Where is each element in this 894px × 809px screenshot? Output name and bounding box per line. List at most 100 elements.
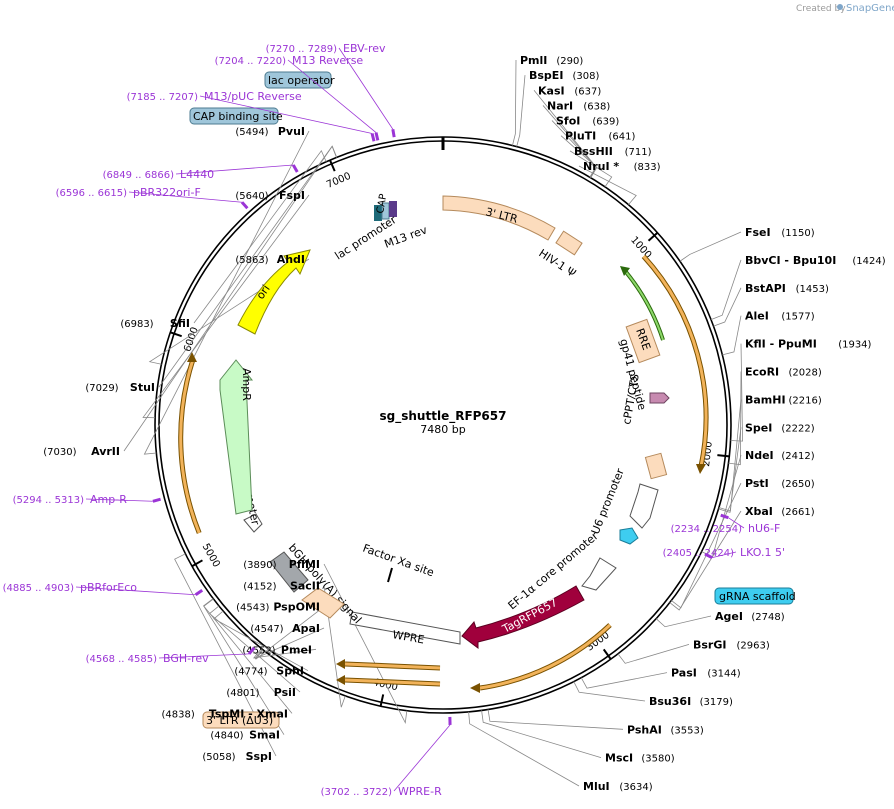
enzyme-agei[interactable]: AgeI <box>715 610 743 623</box>
enzyme-pvui[interactable]: PvuI <box>278 125 305 138</box>
enzyme-avrii[interactable]: AvrII <box>91 445 120 458</box>
enzyme-alei[interactable]: AleI <box>745 310 769 323</box>
box-ltr-du3[interactable] <box>202 711 280 729</box>
enzyme-ecori[interactable]: EcoRI <box>745 366 779 379</box>
box-lac-operator[interactable] <box>264 71 332 89</box>
feature-hiv-psi[interactable] <box>555 230 583 256</box>
enzyme-tspmi-xmai[interactable]: TspMI - XmaI <box>209 707 288 720</box>
enzyme-sspi[interactable]: SspI <box>246 750 272 763</box>
feature-tagrfp657[interactable] <box>461 585 585 649</box>
enzyme-stui[interactable]: StuI <box>130 381 155 394</box>
primer-l4440[interactable]: L4440 <box>180 168 214 181</box>
enzyme-ndei[interactable]: NdeI <box>745 449 774 462</box>
leader-alei <box>722 315 742 356</box>
enzyme-xbai[interactable]: XbaI <box>745 505 773 518</box>
primer-m13-reverse[interactable]: M13 Reverse <box>292 54 363 67</box>
primer-mark-hu6-f[interactable] <box>720 513 729 520</box>
feature-u6-promoter[interactable] <box>629 483 659 529</box>
enzyme-pflmi[interactable]: PflMI <box>289 558 320 571</box>
enzyme-bbvci-bpu10i[interactable]: BbvCI - Bpu10I <box>745 254 836 267</box>
enzyme-msci[interactable]: MscI <box>605 752 633 765</box>
enzyme-bamhi[interactable]: BamHI <box>745 393 786 406</box>
enzyme-nrui[interactable]: NruI * <box>583 160 619 173</box>
primer-range-pbrforeco: (4885 .. 4903) <box>3 583 75 594</box>
enzyme-pos-mlui: (3634) <box>619 782 652 793</box>
enzyme-fsei[interactable]: FseI <box>745 226 771 239</box>
primer-range-lko-1-5: (2405 .. 2424) <box>663 548 735 559</box>
feature-m13-rev[interactable] <box>389 201 397 217</box>
enzyme-smai[interactable]: SmaI <box>249 729 280 742</box>
primer-mark-ebv-rev[interactable] <box>391 128 396 138</box>
feature-3ltr[interactable] <box>442 195 556 241</box>
enzyme-pasi[interactable]: PasI <box>671 667 697 680</box>
feature-rre[interactable] <box>625 318 661 364</box>
enzyme-pos-ahdi: (5863) <box>235 255 268 266</box>
enzyme-pos-pmli: (290) <box>556 56 583 67</box>
enzyme-fspi[interactable]: FspI <box>279 189 305 202</box>
enzyme-nari[interactable]: NarI <box>547 99 573 112</box>
tick-label-7000: 7000 <box>325 171 353 191</box>
enzyme-apai[interactable]: ApaI <box>292 622 320 635</box>
enzyme-psti[interactable]: PstI <box>745 477 769 490</box>
enzyme-psii[interactable]: PsiI <box>274 686 296 699</box>
box-grna-scaffold[interactable] <box>714 587 794 605</box>
tick-mark-2000 <box>717 454 730 458</box>
leader-msci <box>481 710 602 759</box>
feature-bgh-polya[interactable] <box>269 551 309 593</box>
enzyme-sacii[interactable]: SacII <box>290 579 320 592</box>
enzyme-bsrgi[interactable]: BsrGI <box>693 638 726 651</box>
tick-label-5000: 5000 <box>200 542 222 570</box>
enzyme-ahdi[interactable]: AhdI <box>277 253 305 266</box>
enzyme-bsu36i[interactable]: Bsu36I <box>649 695 691 708</box>
primer-lko-1-5[interactable]: LKO.1 5' <box>740 546 785 559</box>
primer-mark-amp-r[interactable] <box>152 497 161 503</box>
primer-pbr322ori-f[interactable]: pBR322ori-F <box>133 186 201 199</box>
enzyme-pos-sspi: (5058) <box>202 752 235 763</box>
feature-wpre[interactable] <box>349 611 461 645</box>
primer-hu6-f[interactable]: hU6-F <box>748 522 780 535</box>
enzyme-pspomi[interactable]: PspOMI <box>273 601 320 614</box>
primer-m13-puc-reverse[interactable]: M13/pUC Reverse <box>204 90 302 103</box>
feature-ori[interactable] <box>237 249 311 335</box>
primer-mark-m13-reverse[interactable] <box>374 132 380 141</box>
enzyme-bsshii[interactable]: BssHII <box>574 145 613 158</box>
primer-mark-l4440[interactable] <box>291 164 299 173</box>
enzyme-pmei[interactable]: PmeI <box>281 643 312 656</box>
feature-ampr-promoter[interactable] <box>243 513 263 533</box>
feature-ltr-du3[interactable] <box>301 587 345 619</box>
enzyme-sphi[interactable]: SphI <box>276 665 304 678</box>
enzyme-kasi[interactable]: KasI <box>538 84 565 97</box>
primer-range-bgh-rev: (4568 .. 4585) <box>86 654 158 665</box>
enzyme-pmli[interactable]: PmlI <box>520 54 547 67</box>
feature-ampr[interactable] <box>219 359 254 515</box>
primer-mark-m13-puc-reverse[interactable] <box>370 133 376 142</box>
feature-lac-promoter[interactable] <box>374 205 382 221</box>
primer-pbrforeco[interactable]: pBRforEco <box>80 581 137 594</box>
feature-grna-scaffold[interactable] <box>619 527 639 545</box>
leader-ahdi <box>148 258 310 365</box>
primer-mark-pbr322ori-f[interactable] <box>240 201 249 210</box>
enzyme-sfoi[interactable]: SfoI <box>556 115 580 128</box>
primer-amp-r[interactable]: Amp-R <box>90 493 127 506</box>
primer-bgh-rev[interactable]: BGH-rev <box>163 652 209 665</box>
box-cap-binding-site[interactable] <box>189 107 279 125</box>
enzyme-bspei[interactable]: BspEI <box>529 69 563 82</box>
enzyme-spei[interactable]: SpeI <box>745 421 772 434</box>
enzyme-pluti[interactable]: PluTI <box>565 130 596 143</box>
primer-leader-wpre-r <box>393 724 451 792</box>
enzyme-mlui[interactable]: MluI <box>583 780 610 793</box>
primer-wpre-r[interactable]: WPRE-R <box>398 785 442 798</box>
enzyme-pshai[interactable]: PshAI <box>627 723 662 736</box>
feature-ef1a-promoter[interactable] <box>581 557 617 591</box>
feature-cppt[interactable] <box>644 452 668 480</box>
feature-factor-xa[interactable] <box>387 567 393 583</box>
enzyme-pos-ecori: (2028) <box>789 368 822 379</box>
primer-mark-bgh-rev[interactable] <box>247 646 256 655</box>
primer-ebv-rev[interactable]: EBV-rev <box>343 42 386 55</box>
enzyme-kfli-ppumi[interactable]: KflI - PpuMI <box>745 338 817 351</box>
feature-gp41[interactable] <box>649 392 670 404</box>
enzyme-bstapi[interactable]: BstAPI <box>745 282 786 295</box>
enzyme-sfii[interactable]: SfiI <box>170 317 190 330</box>
primer-mark-pbrforeco[interactable] <box>194 588 204 596</box>
primer-mark-lko-1-5[interactable] <box>704 552 713 559</box>
